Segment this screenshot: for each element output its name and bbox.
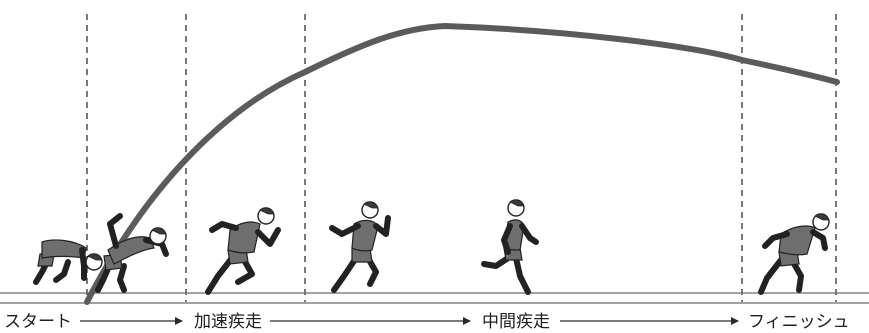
phase-label-row: スタート 加速疾走 中間疾走 フィニッシュ <box>4 312 850 332</box>
runner-figure-block-drive <box>95 213 169 293</box>
runner-front-leg <box>513 255 531 295</box>
runner-hair <box>814 213 830 221</box>
phase-label-finish: フィニッシュ <box>748 312 850 332</box>
runner-back-leg <box>205 255 235 295</box>
runner-back-arm <box>107 213 123 249</box>
runner-front-arm <box>519 223 539 245</box>
runner-front-arm <box>810 229 828 251</box>
runner-back-leg <box>758 257 784 295</box>
runner-front-leg <box>365 255 379 287</box>
runner-front-arm <box>373 215 391 237</box>
runner-arm <box>79 247 87 281</box>
runner-front-leg <box>53 259 71 283</box>
runner-back-arm <box>329 223 361 237</box>
phase-label-start: スタート <box>4 312 72 332</box>
runner-figure-acceleration <box>205 207 281 295</box>
runner-front-leg <box>235 257 255 285</box>
runner-front-leg <box>117 263 127 293</box>
track-ground <box>0 292 869 304</box>
phase-label-acceleration: 加速疾走 <box>194 312 262 332</box>
runner-hair <box>87 253 103 261</box>
runner-hair <box>259 207 275 215</box>
runner-torso <box>778 225 816 256</box>
speed-curve <box>84 22 840 305</box>
runner-back-leg <box>331 255 359 293</box>
runner-back-arm <box>209 221 239 233</box>
phase-label-mid-race: 中間疾走 <box>482 312 550 332</box>
runner-figure-acceleration-upright <box>329 201 391 293</box>
runner-front-leg <box>790 259 804 293</box>
runner-back-arm <box>501 223 513 255</box>
runner-torso <box>107 236 155 265</box>
runner-back-leg <box>481 255 511 269</box>
runner-figure-mid-race <box>481 199 539 295</box>
runner-figure-finish <box>758 213 830 295</box>
runner-figures <box>33 199 830 295</box>
runner-hair <box>509 199 525 207</box>
runner-front-arm <box>255 227 281 247</box>
runner-hair <box>363 201 379 209</box>
runner-hair <box>151 227 167 235</box>
runner-figure-crouch <box>33 239 103 285</box>
runner-back-arm <box>762 231 790 249</box>
